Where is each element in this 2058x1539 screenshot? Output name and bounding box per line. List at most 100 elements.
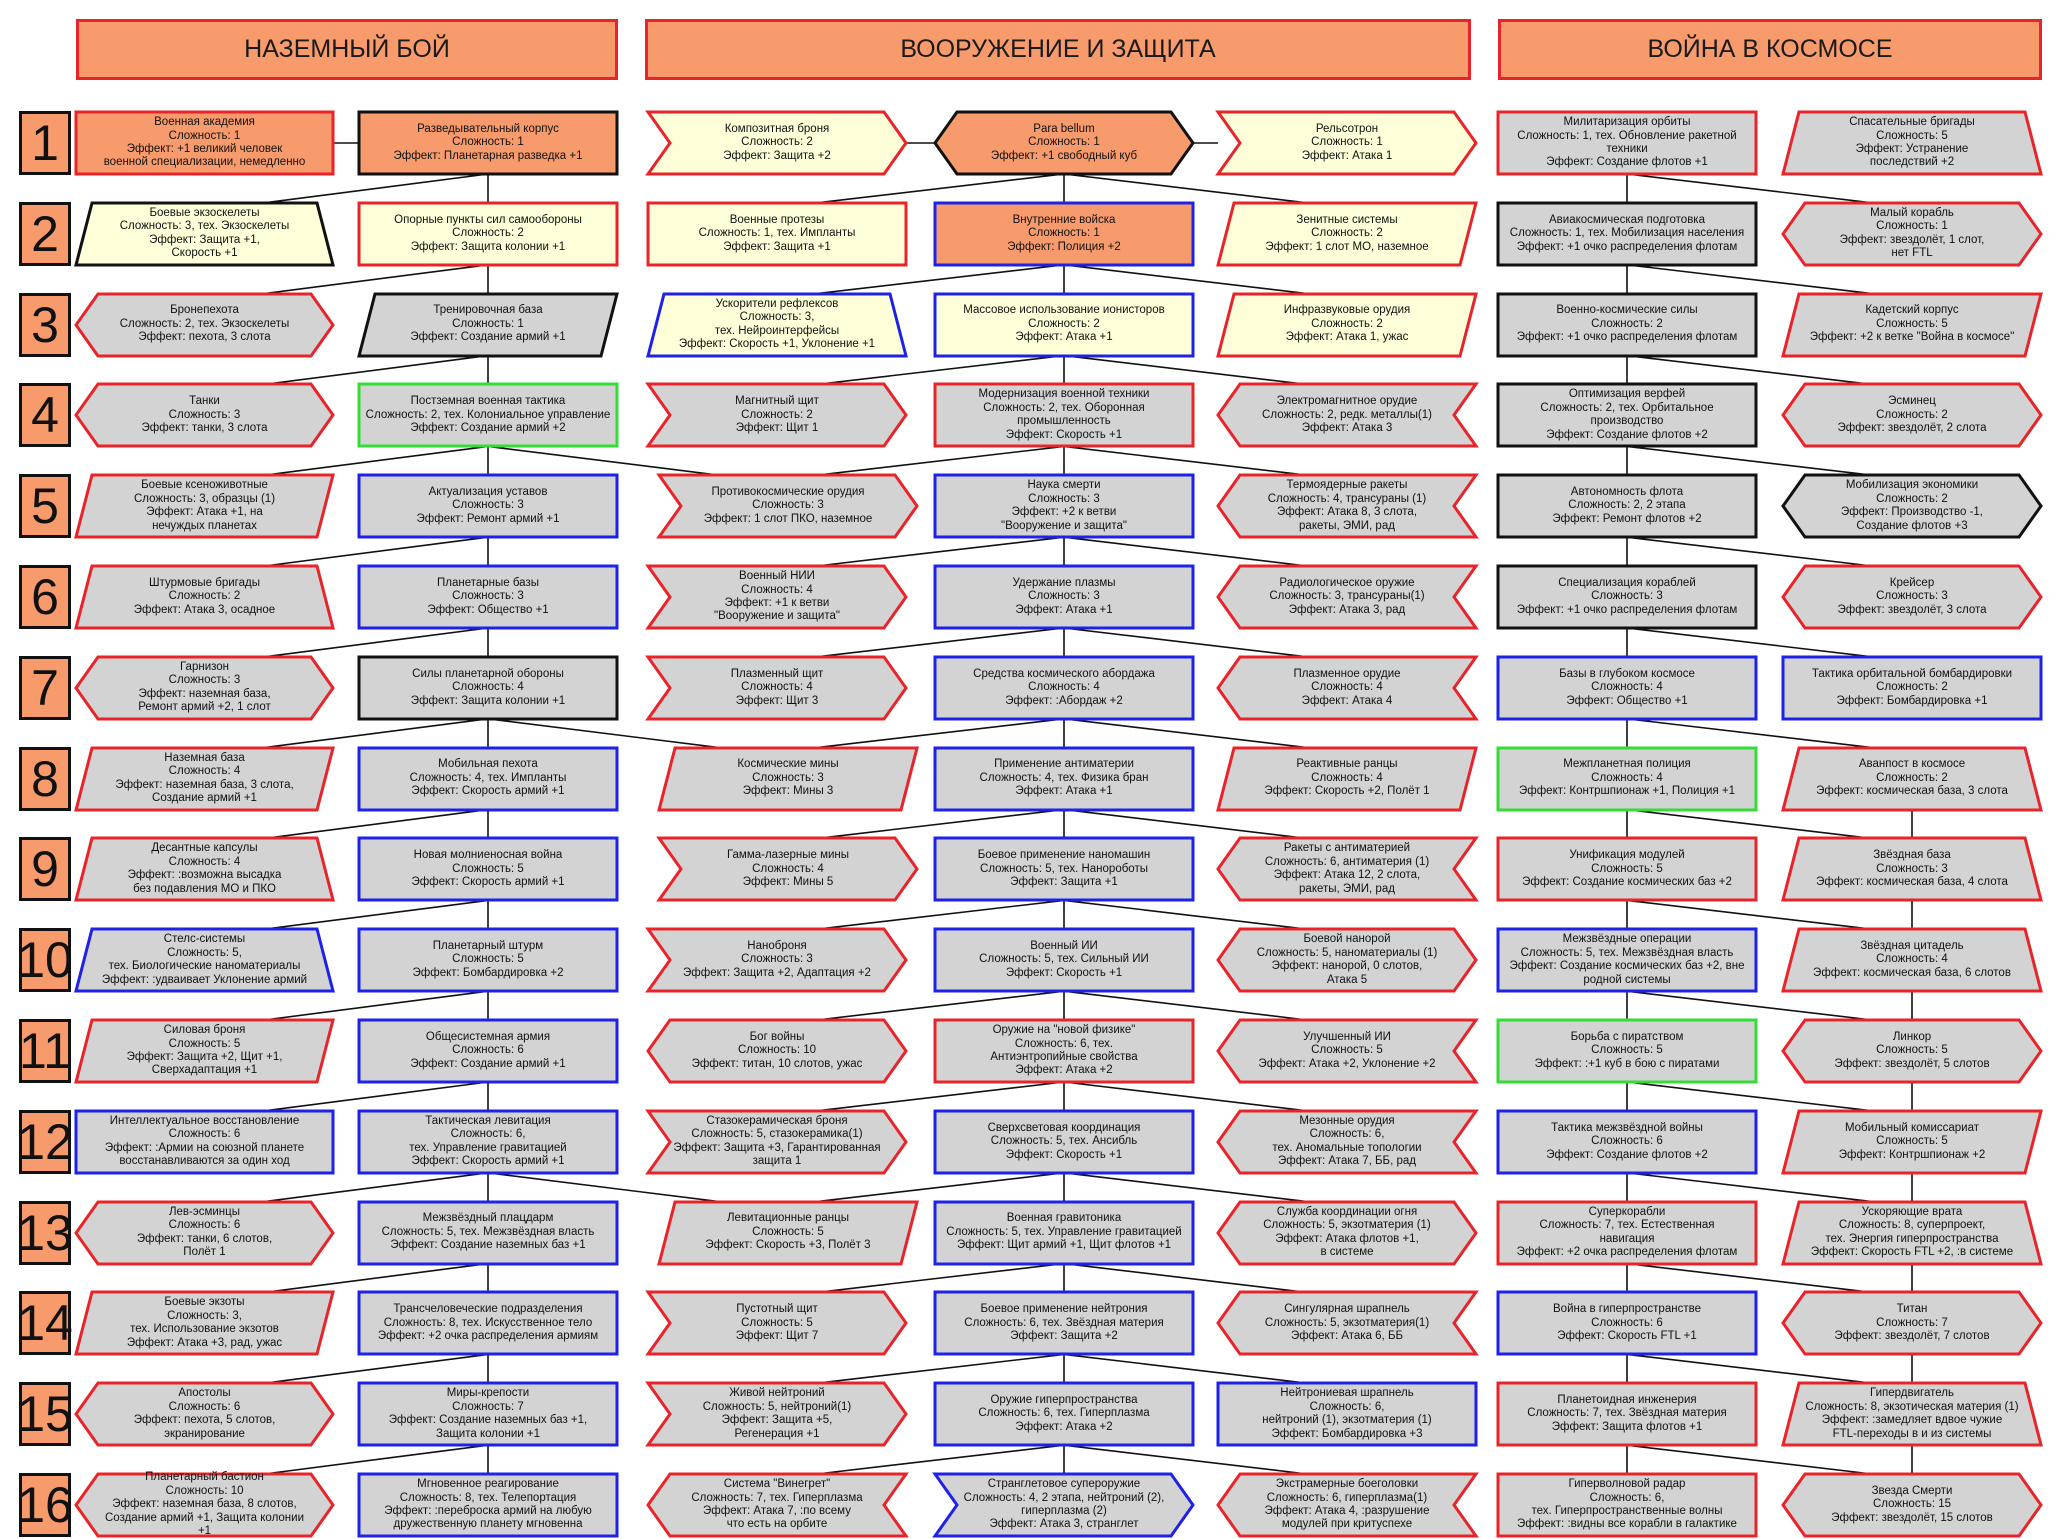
tech-node[interactable]: Мобилизация экономики Сложность: 2 Эффек… xyxy=(1781,473,2043,539)
tech-node[interactable]: Малый корабль Сложность: 1 Эффект: звезд… xyxy=(1781,201,2043,267)
tech-node[interactable]: Левитационные ранцы Сложность: 5 Эффект:… xyxy=(657,1200,919,1266)
tech-node[interactable]: Боевое применение наномашин Сложность: 5… xyxy=(933,836,1195,902)
tech-node[interactable]: Инфразвуковые орудия Сложность: 2 Эффект… xyxy=(1216,292,1478,358)
tech-node[interactable]: Трансчеловеческие подразделения Сложност… xyxy=(357,1290,619,1356)
tech-node[interactable]: Экстрамерные боеголовки Сложность: 6, ги… xyxy=(1216,1472,1479,1538)
tech-node[interactable]: Унификация модулей Сложность: 5 Эффект: … xyxy=(1496,836,1758,902)
tech-node[interactable]: Тактика орбитальной бомбардировки Сложно… xyxy=(1781,655,2043,721)
tech-node[interactable]: Линкор Сложность: 5 Эффект: звездолёт, 5… xyxy=(1781,1018,2043,1084)
tech-node[interactable]: Странглетовое супероружие Сложность: 4, … xyxy=(932,1472,1195,1538)
tech-node[interactable]: Средства космического абордажа Сложность… xyxy=(933,655,1195,721)
tech-node[interactable]: Силовая броня Сложность: 5 Эффект: Защит… xyxy=(74,1018,335,1084)
tech-node[interactable]: Штурмовые бригады Сложность: 2 Эффект: А… xyxy=(74,564,335,630)
tech-node[interactable]: Авиакосмическая подготовка Сложность: 1,… xyxy=(1496,201,1758,267)
tech-node[interactable]: Космические мины Сложность: 3 Эффект: Ми… xyxy=(657,746,919,812)
tech-node[interactable]: Массовое использование ионисторов Сложно… xyxy=(933,292,1195,358)
tech-node[interactable]: Пустотный щит Сложность: 5 Эффект: Щит 7 xyxy=(645,1290,908,1356)
tech-node[interactable]: Мгновенное реагирование Сложность: 8, те… xyxy=(357,1472,619,1538)
tech-node[interactable]: Кадетский корпус Сложность: 5 Эффект: +2… xyxy=(1781,292,2043,358)
tech-node[interactable]: Внутренние войска Сложность: 1 Эффект: П… xyxy=(933,201,1195,267)
tech-node[interactable]: Интеллектуальное восстановление Сложност… xyxy=(74,1109,335,1175)
tech-node[interactable]: Электромагнитное орудие Сложность: 2, ре… xyxy=(1216,382,1479,448)
tech-node[interactable]: Общесистемная армия Сложность: 6 Эффект:… xyxy=(357,1018,619,1084)
tech-node[interactable]: Сверхсветовая координация Сложность: 5, … xyxy=(933,1109,1195,1175)
tech-node[interactable]: Эсминец Сложность: 2 Эффект: звездолёт, … xyxy=(1781,382,2043,448)
tech-node[interactable]: Опорные пункты сил самообороны Сложность… xyxy=(357,201,619,267)
tech-node[interactable]: Десантные капсулы Сложность: 4 Эффект: :… xyxy=(74,836,335,902)
tech-node[interactable]: Планетарные базы Сложность: 3 Эффект: Об… xyxy=(357,564,619,630)
tech-node[interactable]: Система "Винегрет" Сложность: 7, тех. Ги… xyxy=(646,1472,909,1538)
tech-node[interactable]: Оптимизация верфей Сложность: 2, тех. Ор… xyxy=(1496,382,1758,448)
tech-node[interactable]: Силы планетарной обороны Сложность: 4 Эф… xyxy=(357,655,619,721)
tech-node[interactable]: Постземная военная тактика Сложность: 2,… xyxy=(357,382,619,448)
tech-node[interactable]: Межпланетная полиция Сложность: 4 Эффект… xyxy=(1496,746,1758,812)
tech-node[interactable]: Оружие на "новой физике" Сложность: 6, т… xyxy=(933,1018,1195,1084)
tech-node[interactable]: Гарнизон Сложность: 3 Эффект: наземная б… xyxy=(74,655,335,721)
tech-node[interactable]: Звезда Смерти Сложность: 15 Эффект: звез… xyxy=(1781,1472,2043,1538)
tech-node[interactable]: Суперкорабли Сложность: 7, тех. Естестве… xyxy=(1496,1200,1758,1266)
tech-node[interactable]: Межзвёздный плацдарм Сложность: 5, тех. … xyxy=(357,1200,619,1266)
tech-node[interactable]: Звёздная цитадель Сложность: 4 Эффект: к… xyxy=(1781,927,2043,993)
tech-node[interactable]: Стазокерамическая броня Сложность: 5, ст… xyxy=(645,1109,908,1175)
tech-node[interactable]: Плазменный щит Сложность: 4 Эффект: Щит … xyxy=(645,655,908,721)
tech-node[interactable]: Магнитный щит Сложность: 2 Эффект: Щит 1 xyxy=(645,382,908,448)
tech-node[interactable]: Аванпост в космосе Сложность: 2 Эффект: … xyxy=(1781,746,2043,812)
tech-node[interactable]: Апостолы Сложность: 6 Эффект: пехота, 5 … xyxy=(74,1381,335,1447)
tech-node[interactable]: Гиперволновой радар Сложность: 6, тех. Г… xyxy=(1496,1472,1758,1538)
tech-node[interactable]: Боевой нанорой Сложность: 5, наноматериа… xyxy=(1216,927,1478,993)
tech-node[interactable]: Ускорители рефлексов Сложность: 3, тех. … xyxy=(646,292,908,358)
tech-node[interactable]: Лев-эсминцы Сложность: 6 Эффект: танки, … xyxy=(74,1200,335,1266)
tech-node[interactable]: Танки Сложность: 3 Эффект: танки, 3 слот… xyxy=(74,382,335,448)
tech-node[interactable]: Боевое применение нейтрония Сложность: 6… xyxy=(933,1290,1195,1356)
tech-node[interactable]: Новая молниеносная война Сложность: 5 Эф… xyxy=(357,836,619,902)
tech-node[interactable]: Живой нейтроний Сложность: 5, нейтроний(… xyxy=(645,1381,908,1447)
tech-node[interactable]: Мобильная пехота Сложность: 4, тех. Импл… xyxy=(357,746,619,812)
tech-node[interactable]: Специализация кораблей Сложность: 3 Эффе… xyxy=(1496,564,1758,630)
tech-node[interactable]: Бронепехота Сложность: 2, тех. Экзоскеле… xyxy=(74,292,335,358)
tech-node[interactable]: Спасательные бригады Сложность: 5 Эффект… xyxy=(1781,110,2043,176)
tech-node[interactable]: Удержание плазмы Сложность: 3 Эффект: Ат… xyxy=(933,564,1195,630)
tech-node[interactable]: Титан Сложность: 7 Эффект: звездолёт, 7 … xyxy=(1781,1290,2043,1356)
tech-node[interactable]: Наука смерти Сложность: 3 Эффект: +2 к в… xyxy=(933,473,1195,539)
tech-node[interactable]: Боевые экзоскелеты Сложность: 3, тех. Эк… xyxy=(74,201,335,267)
tech-node[interactable]: Военно-космические силы Сложность: 2 Эфф… xyxy=(1496,292,1758,358)
tech-node[interactable]: Разведывательный корпус Сложность: 1 Эфф… xyxy=(357,110,619,176)
tech-node[interactable]: Межзвёздные операции Сложность: 5, тех. … xyxy=(1496,927,1758,993)
tech-node[interactable]: Реактивные ранцы Сложность: 4 Эффект: Ск… xyxy=(1216,746,1478,812)
tech-node[interactable]: Para bellum Сложность: 1 Эффект: +1 своб… xyxy=(933,110,1195,176)
tech-node[interactable]: Зенитные системы Сложность: 2 Эффект: 1 … xyxy=(1216,201,1478,267)
tech-node[interactable]: Ракеты с антиматерией Сложность: 6, анти… xyxy=(1216,836,1479,902)
tech-node[interactable]: Оружие гиперпространства Сложность: 6, т… xyxy=(933,1381,1195,1447)
tech-node[interactable]: Планетарный бастион Сложность: 10 Эффект… xyxy=(74,1471,335,1538)
tech-node[interactable]: Наноброня Сложность: 3 Эффект: Защита +2… xyxy=(645,927,908,993)
tech-node[interactable]: Радиологическое оружие Сложность: 3, тра… xyxy=(1216,564,1479,630)
tech-node[interactable]: Тактическая левитация Сложность: 6, тех.… xyxy=(357,1109,619,1175)
tech-node[interactable]: Боевые ксеноживотные Сложность: 3, образ… xyxy=(74,473,335,539)
tech-node[interactable]: Милитаризация орбиты Сложность: 1, тех. … xyxy=(1496,110,1758,176)
tech-node[interactable]: Гамма-лазерные мины Сложность: 4 Эффект:… xyxy=(656,836,919,902)
tech-node[interactable]: Сингулярная шрапнель Сложность: 5, экзот… xyxy=(1216,1290,1479,1356)
tech-node[interactable]: Мезонные орудия Сложность: 6, тех. Анома… xyxy=(1216,1109,1479,1175)
tech-node[interactable]: Применение антиматерии Сложность: 4, тех… xyxy=(933,746,1195,812)
tech-node[interactable]: Модернизация военной техники Сложность: … xyxy=(933,382,1195,448)
tech-node[interactable]: Тактика межзвёздной войны Сложность: 6 Э… xyxy=(1496,1109,1758,1175)
tech-node[interactable]: Боевые экзоты Сложность: 3, тех. Использ… xyxy=(74,1290,335,1356)
tech-node[interactable]: Тренировочная база Сложность: 1 Эффект: … xyxy=(357,292,619,358)
tech-node[interactable]: Звёздная база Сложность: 3 Эффект: косми… xyxy=(1781,836,2043,902)
tech-node[interactable]: Военный НИИ Сложность: 4 Эффект: +1 к ве… xyxy=(645,564,908,630)
tech-node[interactable]: Ускоряющие врата Сложность: 8, суперпрое… xyxy=(1781,1200,2043,1266)
tech-node[interactable]: Планетоидная инженерия Сложность: 7, тех… xyxy=(1496,1381,1758,1447)
tech-node[interactable]: Противокосмические орудия Сложность: 3 Э… xyxy=(656,473,919,539)
tech-node[interactable]: Гипердвигатель Сложность: 8, экзотическа… xyxy=(1781,1381,2043,1447)
tech-node[interactable]: Бог войны Сложность: 10 Эффект: титан, 1… xyxy=(646,1018,908,1084)
tech-node[interactable]: Улучшенный ИИ Сложность: 5 Эффект: Атака… xyxy=(1216,1018,1479,1084)
tech-node[interactable]: Военная академия Сложность: 1 Эффект: +1… xyxy=(74,110,335,176)
tech-node[interactable]: Миры-крепости Сложность: 7 Эффект: Созда… xyxy=(357,1381,619,1447)
tech-node[interactable]: Наземная база Сложность: 4 Эффект: назем… xyxy=(74,746,335,812)
tech-node[interactable]: Базы в глубоком космосе Сложность: 4 Эфф… xyxy=(1496,655,1758,721)
tech-node[interactable]: Военный ИИ Сложность: 5, тех. Сильный ИИ… xyxy=(933,927,1195,993)
tech-node[interactable]: Военные протезы Сложность: 1, тех. Импла… xyxy=(646,201,908,267)
tech-node[interactable]: Война в гиперпространстве Сложность: 6 Э… xyxy=(1496,1290,1758,1356)
tech-node[interactable]: Мобильный комиссариат Сложность: 5 Эффек… xyxy=(1781,1109,2043,1175)
tech-node[interactable]: Борьба с пиратством Сложность: 5 Эффект:… xyxy=(1496,1018,1758,1084)
